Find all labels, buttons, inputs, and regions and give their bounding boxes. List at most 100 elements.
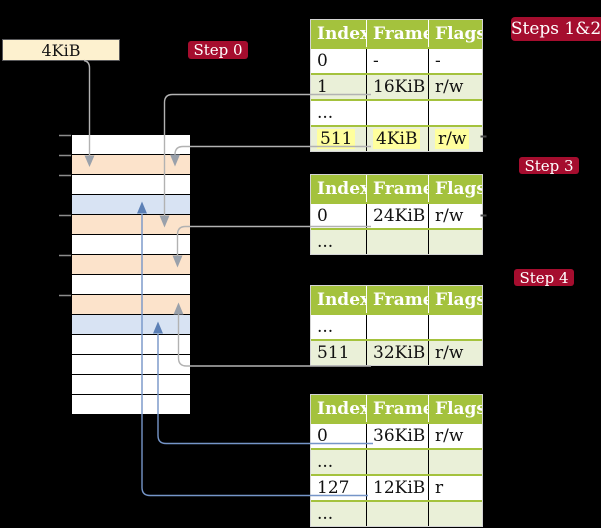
table-cell-text: 16KiB (373, 77, 426, 97)
table-cell-text: 127 (317, 478, 350, 498)
table-cell-text: 511 (317, 343, 350, 363)
table-cell-text: 4KiB (373, 129, 421, 149)
table-cell: ... (311, 230, 367, 254)
table-cell: 1 (311, 75, 367, 99)
memory-row-5 (72, 235, 190, 254)
memory-row-3 (72, 195, 190, 214)
table-cell: r/w (429, 75, 482, 99)
table-row: ... (311, 228, 482, 254)
table-cell: - (429, 49, 482, 73)
table-row: 0 36KiB r/w (311, 422, 482, 448)
table-cell: 4KiB (367, 127, 429, 151)
table-cell: r/w (429, 127, 482, 151)
table-cell-text: 32KiB (373, 343, 426, 363)
column-header: Flags (435, 178, 482, 199)
table-cell-text: 0 (317, 51, 328, 71)
table-cell (367, 315, 429, 339)
table-cell-text: r/w (435, 129, 470, 149)
memory-row-12 (72, 375, 190, 394)
table-cell-text: 1 (317, 77, 328, 97)
table-cell-text: r/w (435, 206, 464, 226)
table-cell-text: - (373, 51, 379, 71)
column-header: Flags (435, 289, 482, 310)
table-cell-text: 12KiB (373, 478, 426, 498)
frame-size-box: 4KiB (2, 39, 120, 61)
column-header: Index (311, 20, 367, 47)
table-cell-text: r/w (435, 77, 464, 97)
badge-step-0: Step 0 (188, 41, 248, 59)
table-cell-text: ... (317, 504, 334, 524)
table-cell-text: ... (317, 232, 334, 252)
table-cell: 32KiB (367, 341, 429, 365)
table-cell-text: 24KiB (373, 206, 426, 226)
table-row: ... (311, 99, 482, 125)
table-cell: 16KiB (367, 75, 429, 99)
table-cell (429, 315, 482, 339)
table-cell-text: ... (317, 103, 334, 123)
column-header: Index (311, 175, 367, 202)
table-cell-text: ... (317, 452, 334, 472)
memory-row-6 (72, 255, 190, 274)
memory-row-7 (72, 275, 190, 294)
table-cell (429, 502, 482, 526)
memory-row-10 (72, 335, 190, 354)
table-cell (367, 101, 429, 125)
table-cell: 511 (311, 341, 367, 365)
table-cell (429, 230, 482, 254)
table-cell (429, 101, 482, 125)
column-header: Flags (435, 23, 482, 44)
column-header: Frame (367, 286, 429, 313)
table-cell-text: 0 (317, 426, 328, 446)
table-row: ... (311, 448, 482, 474)
table-cell-text: 0 (317, 206, 328, 226)
table-cell: 0 (311, 424, 367, 448)
table-cell-text: r/w (435, 426, 464, 446)
table-cell: r/w (429, 341, 482, 365)
table-cell (367, 502, 429, 526)
table-cell: 0 (311, 204, 367, 228)
table-cell: 36KiB (367, 424, 429, 448)
memory-row-4 (72, 215, 190, 234)
table-cell: ... (311, 450, 367, 474)
memory-row-11 (72, 355, 190, 374)
badge-step-3: Step 3 (519, 157, 579, 175)
table-cell-text: r (435, 478, 444, 498)
table-cell: 12KiB (367, 476, 429, 500)
memory-row-1 (72, 155, 190, 174)
table-row: 1 16KiB r/w (311, 73, 482, 99)
memory-row-9 (72, 315, 190, 334)
table-cell: 127 (311, 476, 367, 500)
table-cell (367, 230, 429, 254)
frame-size-label: 4KiB (41, 40, 81, 60)
memory-row-0 (72, 135, 190, 154)
table-cell: - (367, 49, 429, 73)
table-cell: 24KiB (367, 204, 429, 228)
table-cell-text: 511 (317, 129, 356, 149)
table-row: 511 4KiB r/w (311, 125, 482, 151)
column-header: Frame (367, 20, 429, 47)
table-cell: ... (311, 101, 367, 125)
table-cell: r/w (429, 204, 482, 228)
column-header: Frame (367, 175, 429, 202)
table-row: 127 12KiB r (311, 474, 482, 500)
badge-steps-1-2: Steps 1&2 (510, 17, 601, 41)
table-cell: 0 (311, 49, 367, 73)
table-cell: r (429, 476, 482, 500)
table-cell (429, 450, 482, 474)
table-cell-text: - (435, 51, 441, 71)
table-cell (367, 450, 429, 474)
table-cell: 511 (311, 127, 367, 151)
table-cell-text: 36KiB (373, 426, 426, 446)
stack-tick-marks (59, 134, 71, 297)
memory-row-13 (72, 395, 190, 414)
table-cell: ... (311, 315, 367, 339)
column-header: Frame (367, 395, 429, 422)
column-header: Flags (435, 398, 482, 419)
memory-row-8 (72, 295, 190, 314)
